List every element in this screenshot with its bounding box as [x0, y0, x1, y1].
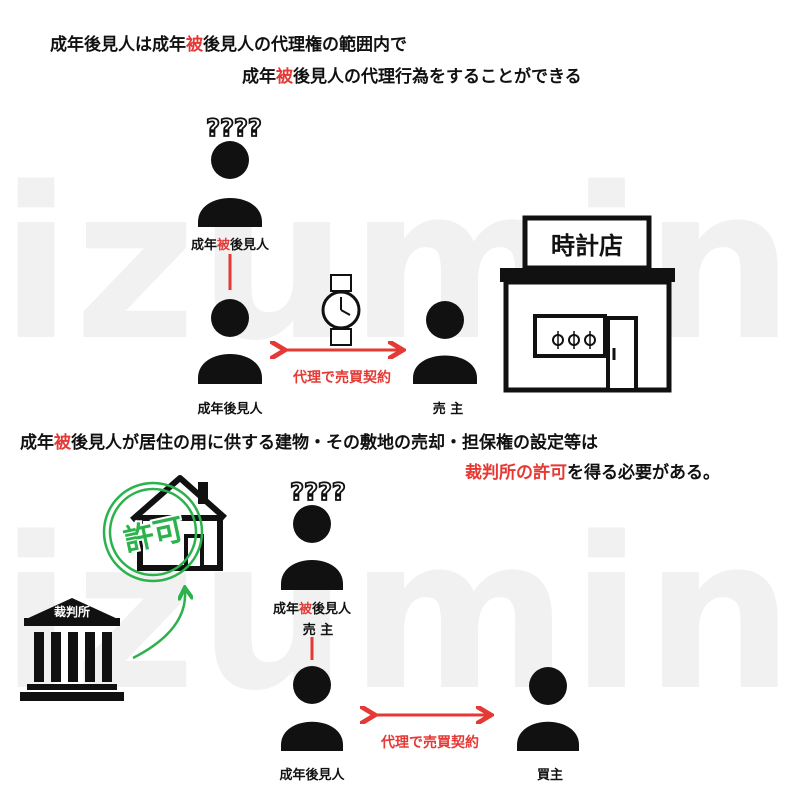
watermark-bottom: izumin — [0, 492, 797, 737]
condition-line-1: 成年被後見人が居住の用に供する建物・その敷地の売却・担保権の設定等は — [20, 428, 598, 453]
ward-label-top-hi: 被 — [216, 238, 231, 253]
contract-label-bottom: 代理で売買契約 — [381, 735, 479, 751]
court-icon: 裁判所 — [20, 598, 124, 701]
ward-label-top: 成年被後見人 — [191, 234, 269, 253]
guardian-label-top: 成年後見人 — [197, 402, 263, 417]
condition-line-1-a: 成年 — [20, 433, 54, 453]
heading-line-1: 成年後見人は成年被後見人の代理権の範囲内で — [50, 30, 407, 55]
seller-label-top: 売 主 — [432, 402, 464, 417]
svg-text:????: ???? — [206, 114, 262, 142]
seller-label-bottom: 売 主 — [302, 623, 334, 638]
buyer-label-bottom: 買主 — [536, 768, 564, 783]
heading-line-1-c: 後見人の代理権の範囲内で — [203, 35, 407, 55]
contract-label-top: 代理で売買契約 — [293, 370, 391, 386]
condition-line-1-hi: 被 — [54, 433, 71, 453]
heading-line-2-a: 成年 — [242, 67, 276, 87]
svg-text:裁判所: 裁判所 — [54, 604, 90, 619]
heading-line-2-c: 後見人の代理行為をすることができる — [293, 67, 582, 87]
heading-line-1-a: 成年後見人は成年 — [50, 35, 186, 55]
ward-label-bottom-a: 成年 — [272, 602, 299, 617]
house-icon — [130, 475, 227, 571]
condition-line-1-c: 後見人が居住の用に供する建物・その敷地の売却・担保権の設定等は — [71, 433, 598, 453]
ward-label-bottom-c: 後見人 — [312, 602, 352, 617]
condition-line-2: 裁判所の許可を得る必要がある。 — [465, 458, 720, 483]
guardian-label-bottom: 成年後見人 — [279, 768, 345, 783]
svg-text:時計店: 時計店 — [551, 232, 623, 260]
condition-line-2-hi: 裁判所の許可 — [465, 463, 567, 483]
heading-line-2-hi: 被 — [276, 67, 293, 87]
buyer-person-icon-bottom — [517, 667, 579, 751]
heading-line-2: 成年被後見人の代理行為をすることができる — [242, 62, 582, 87]
ward-person-icon-bottom — [281, 505, 343, 590]
guardian-person-icon-bottom — [281, 666, 343, 751]
condition-line-2-b: を得る必要がある。 — [567, 463, 720, 483]
ward-label-bottom-hi: 被 — [298, 602, 313, 617]
ward-label-top-a: 成年 — [190, 238, 217, 253]
approval-arrow — [132, 590, 185, 660]
svg-text:????: ???? — [290, 478, 346, 506]
ward-label-top-c: 後見人 — [230, 238, 270, 253]
question-marks-top: ???? — [205, 113, 262, 143]
ward-label-bottom: 成年被後見人 — [273, 598, 351, 617]
watch-shop-icon: 時計店 — [500, 215, 675, 393]
watch-icon — [321, 274, 361, 346]
question-marks-bottom: ???? — [289, 477, 346, 507]
heading-line-1-hi: 被 — [186, 35, 203, 55]
seller-person-icon-top — [413, 301, 477, 384]
ward-person-icon-top — [198, 141, 262, 227]
guardian-person-icon-top — [198, 299, 262, 384]
